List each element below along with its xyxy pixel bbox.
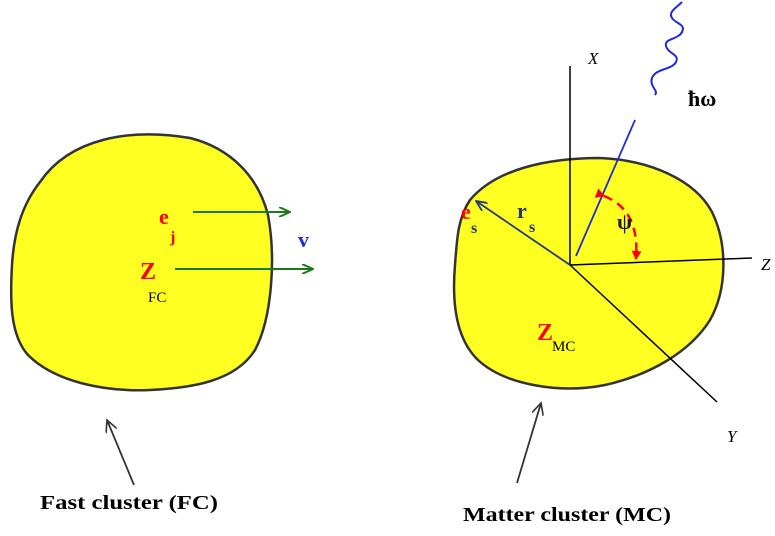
angle-psi-arc xyxy=(594,188,642,260)
angle-psi-label: ψ xyxy=(617,209,632,234)
matter-cluster-pointer-arrow xyxy=(516,403,541,484)
photon-energy-label: ħω xyxy=(688,86,716,111)
charge-zfc-symbol: Z xyxy=(140,259,156,285)
matter-cluster-caption: Matter cluster (MC) xyxy=(463,504,671,526)
charge-zmc-subscript: MC xyxy=(552,339,575,355)
charge-zmc-symbol: Z xyxy=(537,320,553,346)
radius-subscript: s xyxy=(529,219,535,236)
z-axis-line xyxy=(569,257,753,266)
x-axis-label: X xyxy=(587,49,599,68)
electron-ej-symbol: e xyxy=(159,204,169,229)
photon-direction-line xyxy=(575,119,636,257)
electron-es-subscript: s xyxy=(471,220,477,237)
charge-zfc-subscript: FC xyxy=(148,290,166,306)
y-axis-label: Y xyxy=(727,427,738,446)
fast-cluster-pointer-arrow xyxy=(107,420,135,486)
electron-ej-subscript: j xyxy=(169,229,175,246)
z-axis-label: Z xyxy=(761,255,771,274)
y-axis-line xyxy=(569,264,718,403)
fast-cluster-blob xyxy=(9,133,274,392)
fast-cluster-caption: Fast cluster (FC) xyxy=(40,492,218,514)
radius-vector-arrow xyxy=(476,201,571,266)
velocity-label: v xyxy=(298,227,309,252)
electron-es-symbol: e xyxy=(461,199,471,224)
photon-wave xyxy=(650,1,684,96)
radius-symbol: r xyxy=(517,198,527,223)
matter-cluster-blob xyxy=(452,156,725,390)
